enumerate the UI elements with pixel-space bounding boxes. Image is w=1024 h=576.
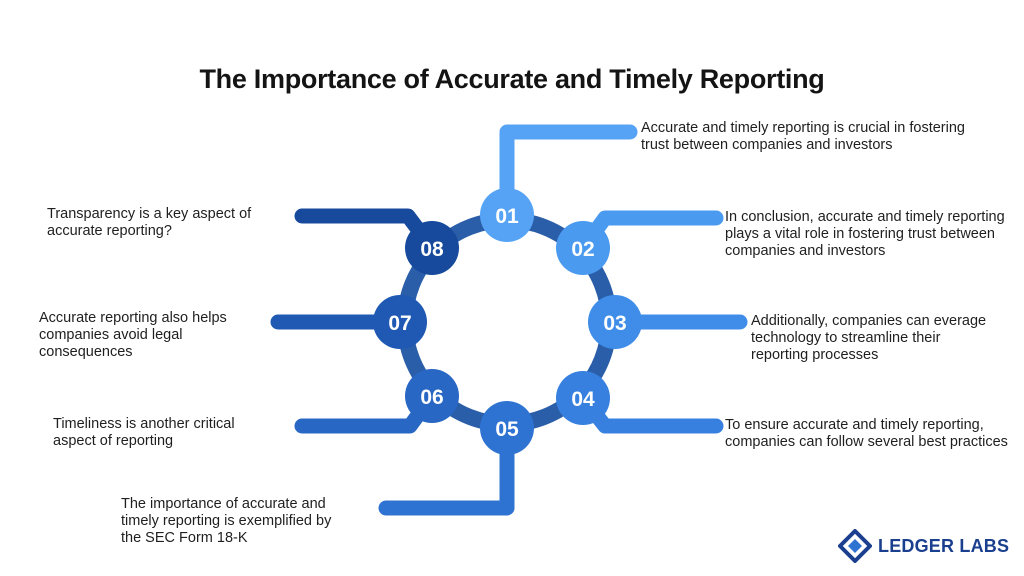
connector-01: [499, 124, 638, 223]
step-number-04: 04: [571, 388, 595, 411]
step-number-08: 08: [420, 238, 444, 261]
step-number-02: 02: [571, 238, 594, 261]
brand-logo: LEDGER LABS: [838, 528, 1009, 564]
step-node-06: 06: [405, 369, 459, 423]
step-text-04: To ensure accurate and timely reporting,…: [725, 417, 1008, 450]
step-number-07: 07: [388, 312, 411, 335]
step-node-04: 04: [556, 371, 610, 425]
step-node-07: 07: [373, 295, 427, 349]
step-node-03: 03: [588, 295, 642, 349]
step-number-05: 05: [495, 418, 519, 441]
step-number-03: 03: [603, 312, 626, 335]
step-text-08: Transparency is a key aspect of accurate…: [47, 206, 252, 239]
step-node-08: 08: [405, 221, 459, 275]
step-text-02: In conclusion, accurate and timely repor…: [725, 209, 1005, 259]
step-text-05: The importance of accurate and timely re…: [121, 496, 332, 546]
step-text-01: Accurate and timely reporting is crucial…: [641, 120, 965, 153]
step-number-01: 01: [495, 205, 519, 228]
step-text-03: Additionally, companies can everage tech…: [751, 313, 987, 363]
step-text-06: Timeliness is another critical aspect of…: [53, 416, 235, 449]
step-node-01: 01: [480, 188, 534, 242]
brand-logo-text: LEDGER LABS: [878, 535, 1010, 556]
step-node-02: 02: [556, 221, 610, 275]
step-number-06: 06: [420, 386, 443, 409]
step-node-05: 05: [480, 401, 534, 455]
step-text-07: Accurate reporting also helps companies …: [39, 310, 227, 360]
diamond-logo-icon: [838, 529, 872, 563]
page-title: The Importance of Accurate and Timely Re…: [199, 64, 825, 94]
